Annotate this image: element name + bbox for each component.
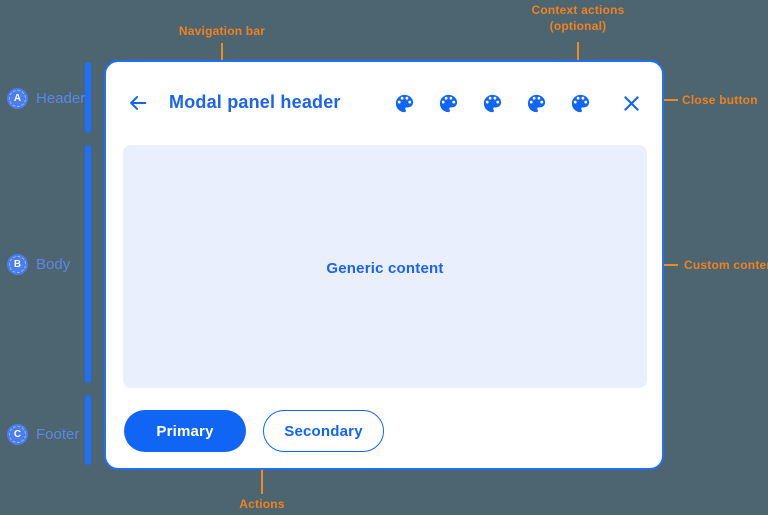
bracket-header-section [85, 62, 91, 133]
modal-body: Generic content [123, 145, 647, 388]
generic-content-text: Generic content [326, 260, 444, 277]
primary-button[interactable]: Primary [124, 410, 246, 452]
modal-panel: Modal panel header [104, 60, 664, 470]
palette-icon[interactable] [569, 92, 592, 115]
annotation-navigation-bar: Navigation bar [178, 24, 266, 38]
context-actions-group [393, 91, 592, 115]
side-label-header: A Header [7, 87, 85, 109]
badge-ring [9, 255, 26, 273]
annotation-context-actions-line1: Context actions [531, 3, 625, 17]
palette-icon[interactable] [437, 92, 460, 115]
annotation-context-actions: Context actions (optional) [531, 2, 624, 34]
annotation-actions: Actions [239, 497, 285, 511]
badge-b: B [7, 253, 28, 275]
modal-header: Modal panel header [106, 80, 662, 124]
arrow-left-icon [130, 96, 147, 110]
secondary-button[interactable]: Secondary [263, 410, 384, 452]
bracket-footer-section [85, 395, 91, 465]
close-button[interactable] [621, 93, 642, 114]
side-label-header-text: Header [36, 89, 86, 107]
side-label-body-text: Body [36, 255, 71, 273]
palette-icon[interactable] [393, 92, 416, 115]
palette-icon[interactable] [525, 92, 548, 115]
badge-ring [9, 89, 26, 107]
back-button[interactable] [126, 91, 150, 115]
annotation-line-actions [261, 452, 263, 494]
badge-a: A [7, 87, 28, 109]
badge-c: C [7, 423, 28, 445]
palette-icon[interactable] [481, 92, 504, 115]
side-label-footer-text: Footer [36, 425, 80, 443]
annotation-context-actions-line2: (optional) [549, 19, 607, 33]
annotation-close-button: Close button [682, 93, 758, 107]
modal-title: Modal panel header [169, 92, 341, 112]
side-label-footer: C Footer [7, 423, 79, 445]
side-label-body: B Body [7, 253, 70, 275]
badge-ring [9, 425, 26, 443]
annotation-custom-content: Custom content [684, 258, 768, 272]
bracket-body-section [85, 145, 91, 383]
close-x-icon [624, 96, 639, 111]
